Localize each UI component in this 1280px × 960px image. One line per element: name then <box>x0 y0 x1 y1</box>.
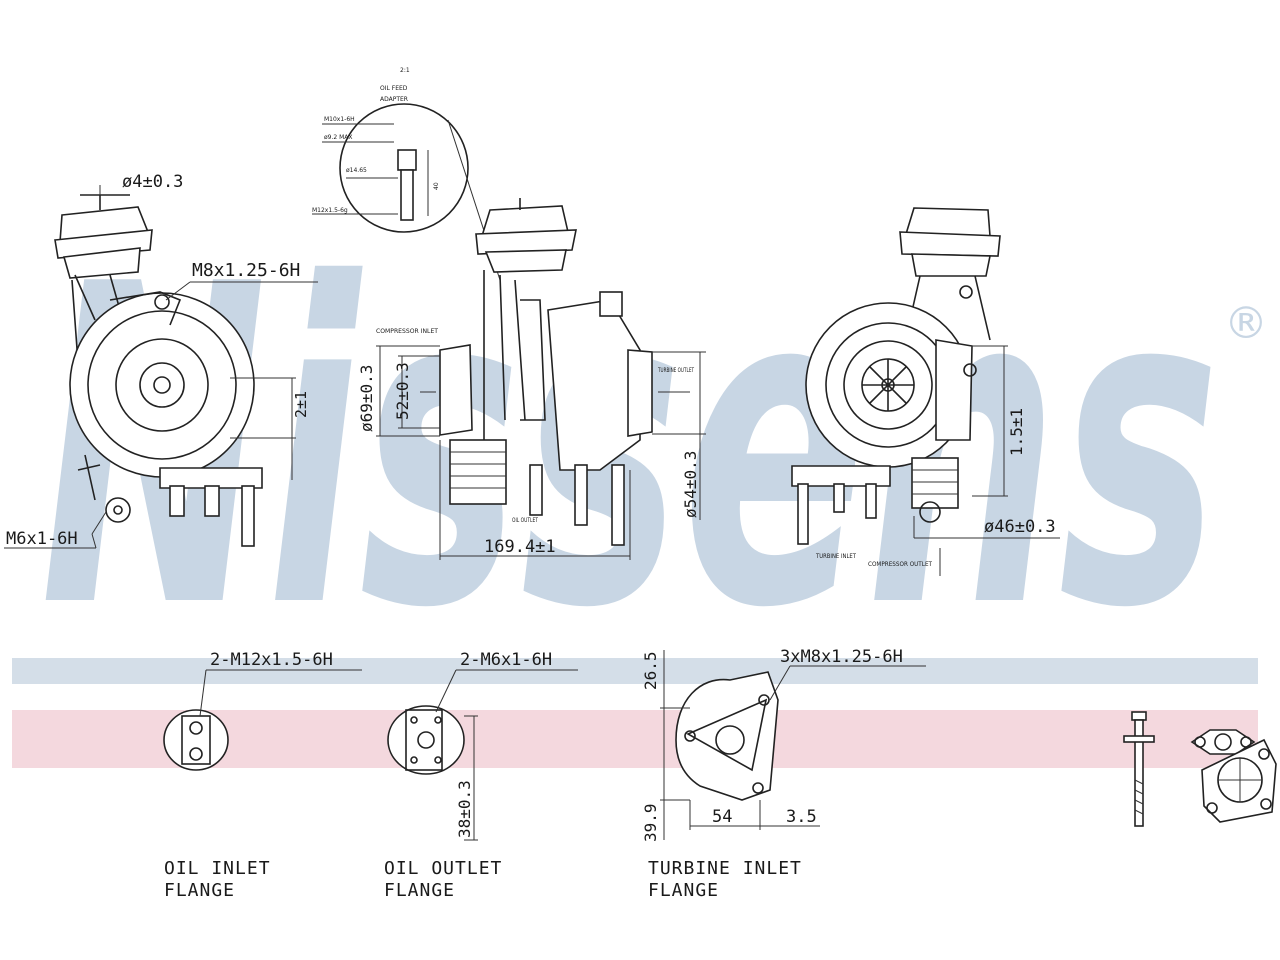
turbine-dim-top: 26.5 <box>641 651 660 690</box>
dim-d54: ø54±0.3 <box>681 451 700 518</box>
dim-length: 169.4±1 <box>484 537 556 557</box>
middle-view-turbo: 2:1 OIL FEED ADAPTER M10x1-6H ø9.2 MAX ø… <box>312 67 706 560</box>
turbine-caption-1: TURBINE INLET <box>648 858 802 879</box>
detail-thread-1: M10x1-6H <box>324 116 355 123</box>
left-view-turbo: ø4±0.3 M8x1.25-6H M6x1-6H 2±1 <box>4 172 318 549</box>
turbine-dim-35: 3.5 <box>786 807 817 827</box>
detail-dim-2: 40 <box>433 182 440 190</box>
bolt-and-gasket <box>1123 711 1277 827</box>
detail-dim-1: ø14.65 <box>346 167 367 174</box>
registered-mark: ® <box>1224 298 1268 349</box>
band-blue <box>12 658 1258 684</box>
detail-thread-2: ø9.2 MAX <box>324 134 353 141</box>
left-label-thread-bottom: M6x1-6H <box>6 529 78 549</box>
oil-inlet-thread: 2-M12x1.5-6H <box>210 650 333 670</box>
oil-outlet-flange: 2-M6x1-6H 38±0.3 OIL OUTLET FLANGE <box>384 650 578 901</box>
left-label-diameter: ø4±0.3 <box>122 172 183 192</box>
dim-d69: ø69±0.3 <box>357 365 376 432</box>
oil-inlet-caption-2: FLANGE <box>164 880 235 901</box>
dim-52: 52±0.3 <box>393 362 412 420</box>
oil-outlet-thread: 2-M6x1-6H <box>460 650 552 670</box>
detail-thread-3: M12x1.5-6g <box>312 207 348 214</box>
left-label-thread-top: M8x1.25-6H <box>192 260 300 281</box>
turbine-dim-54: 54 <box>712 807 732 827</box>
detail-title-1: 2:1 <box>400 67 410 74</box>
turbine-caption-2: FLANGE <box>648 880 719 901</box>
turbine-inlet-flange: 3xM8x1.25-6H 26.5 39.9 54 3.5 TURBINE IN… <box>641 647 926 901</box>
oil-inlet-caption-1: OIL INLET <box>164 858 271 879</box>
dim-d46: ø46±0.3 <box>984 517 1056 537</box>
compressor-outlet-label: COMPRESSOR OUTLET <box>868 561 932 568</box>
oil-inlet-flange: 2-M12x1.5-6H OIL INLET FLANGE <box>163 650 362 901</box>
compressor-inlet-label: COMPRESSOR INLET <box>376 328 438 335</box>
turbine-dim-bottom: 39.9 <box>641 803 660 842</box>
oil-outlet-caption-1: OIL OUTLET <box>384 858 502 879</box>
oil-outlet-label: OIL OUTLET <box>512 517 538 524</box>
right-view-turbo: 1.5±1 ø46±0.3 TURBINE INLET COMPRESSOR O… <box>791 207 1060 576</box>
dim-1-5: 1.5±1 <box>1007 408 1026 456</box>
detail-title-3: ADAPTER <box>380 96 408 103</box>
turbine-outlet-label: TURBINE OUTLET <box>657 367 694 374</box>
turbine-inlet-label: TURBINE INLET <box>815 553 856 560</box>
turbine-thread: 3xM8x1.25-6H <box>780 647 903 667</box>
oil-outlet-dim: 38±0.3 <box>455 780 474 838</box>
left-label-dim-right: 2±1 <box>292 391 310 418</box>
detail-title-2: OIL FEED <box>380 85 408 92</box>
oil-outlet-caption-2: FLANGE <box>384 880 455 901</box>
